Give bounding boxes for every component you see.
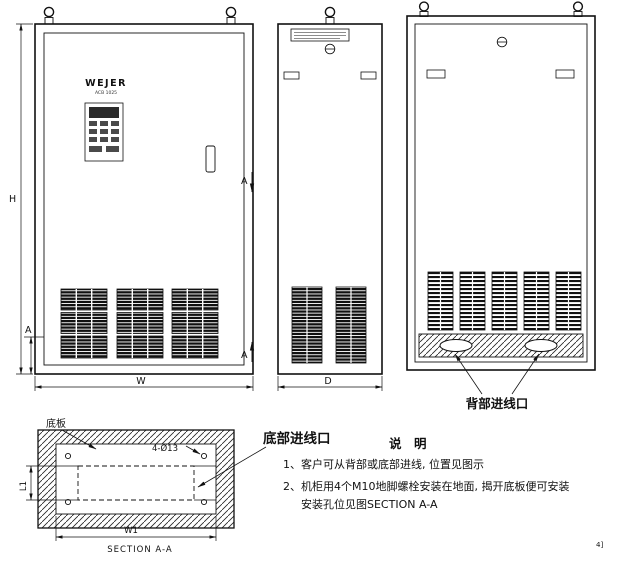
door-outline [43,32,245,366]
keypad-buttons [89,121,119,152]
section-title: SECTION A-A [107,545,172,555]
lifting-eye-icon [225,6,237,25]
back-inlet-label: 背部进线口 [466,396,529,411]
lifting-eye-icon [324,6,336,25]
section-mark-label: A [241,350,248,361]
cable-entry-slot [524,339,558,352]
dim-L1: L1 [19,465,33,501]
ventilation-grille [116,288,164,359]
bottom-plate-label: 底板 [46,417,66,430]
cabinet-outline [277,23,383,375]
lifting-eye-icon [418,1,430,17]
ventilation-grille [427,271,454,331]
brand-subtext: ACB 1025 [95,90,117,96]
control-keypad [84,102,124,162]
note-line-1: 1、客户可从背部或底部进线, 位置见图示 [283,457,484,471]
ventilation-grille [459,271,486,331]
screw-icon [324,43,336,55]
bottom-inlet-callout: 底部进线口 [197,430,331,488]
page-mark: 4] [596,541,603,549]
dim-L1-label: L1 [19,481,29,491]
dim-D: D [277,376,383,391]
bottom-plate-callout: 底板 [46,417,97,450]
dim-D-label: D [324,376,331,387]
dim-H-label: H [9,194,16,205]
mounting-hole [64,452,72,460]
nameplate-text-lines [294,32,346,39]
lifting-eye-icon [43,6,55,25]
bottom-inlet-label: 底部进线口 [263,430,331,447]
back-inlet-callout: 背部进线口 [454,353,540,411]
back-panel-outline [414,23,588,363]
back-view: 背部进线口 [406,1,596,411]
mounting-hole [200,498,208,506]
dim-W1: W1 [55,516,217,541]
bracket [283,71,300,80]
mounting-hole [200,452,208,460]
bracket [555,69,575,79]
screw-icon [496,36,508,48]
cabinet-outline [34,23,254,375]
ventilation-grille [171,288,219,359]
bracket [426,69,446,79]
front-view: WEJER ACB 1025 [9,6,254,391]
ventilation-grille [555,271,582,331]
hatched-frame [38,430,234,528]
dim-A: A [24,325,44,375]
dim-A-label: A [25,325,32,336]
note-line-3: 安装孔位见图SECTION A-A [301,497,438,511]
section-view: L1 W1 SECTION A-A 底板 4-Ø13 [19,417,235,555]
cabinet-outline [406,15,596,371]
side-view: D A A [241,6,383,391]
notes-block: 说 明 1、客户可从背部或底部进线, 位置见图示 2、机柜用4个M10地脚螺栓安… [283,436,569,511]
holes-callout: 4-Ø13 [152,443,201,455]
dim-H: H [9,23,33,375]
bottom-cable-entry [77,465,195,501]
ventilation-grille [291,286,323,364]
cable-entry-slot [439,339,473,352]
ventilation-grille [335,286,367,364]
mounting-hole [64,498,72,506]
ventilation-grille [523,271,550,331]
entry-seam-lines [26,465,216,501]
lifting-eye-icon [572,1,584,17]
section-mark-label: A [241,176,248,187]
frame-outline [37,429,235,529]
ventilation-grille [60,288,108,359]
bracket [360,71,377,80]
dim-W-label: W [136,376,146,387]
ventilation-grille [491,271,518,331]
nameplate [290,28,350,42]
dim-W1-label: W1 [124,526,138,536]
keypad-display [89,107,119,118]
notes-title: 说 明 [389,436,427,451]
plate-outline [55,443,217,515]
section-cut-marks: A A [241,172,255,362]
door-handle [205,145,216,173]
bottom-plate-strip [418,333,584,358]
note-line-2: 2、机柜用4个M10地脚螺栓安装在地面, 揭开底板便可安装 [283,479,569,493]
brand-text: WEJER [85,78,127,89]
holes-label: 4-Ø13 [152,443,178,454]
dim-W: W [34,376,254,391]
